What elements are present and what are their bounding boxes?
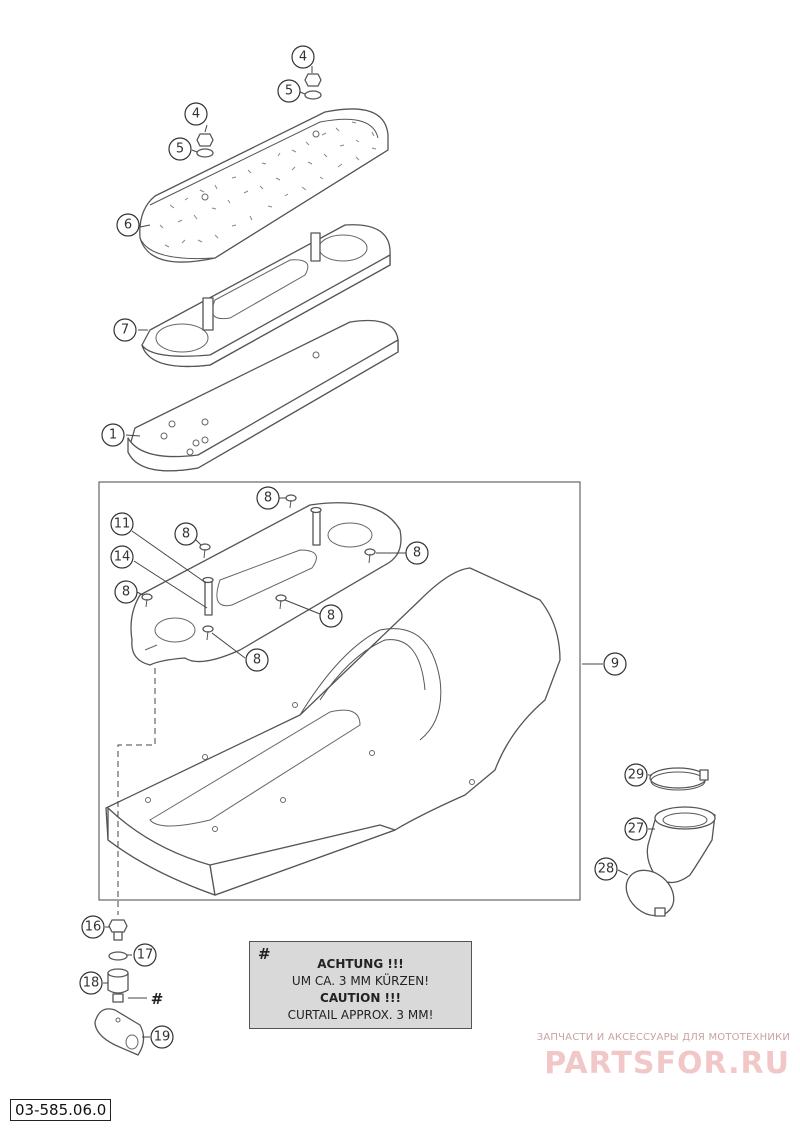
- part-airbox: [105, 567, 561, 896]
- callout-8e: 8: [319, 604, 343, 628]
- part-clamp-bottom: [625, 869, 675, 917]
- svg-text:6: 6: [124, 218, 132, 233]
- screws-8: [141, 494, 376, 641]
- svg-text:29: 29: [628, 768, 645, 783]
- watermark-caption: ЗАПЧАСТИ И АКСЕССУАРЫ ДЛЯ МОТОТЕХНИКИ: [536, 1032, 790, 1043]
- studs: [202, 506, 322, 616]
- screw-c: [364, 548, 376, 564]
- svg-text:18: 18: [83, 976, 100, 991]
- screw-b: [199, 543, 211, 559]
- part-air-filter: [139, 108, 389, 263]
- callout-4b: 4: [291, 45, 315, 69]
- screw-f: [202, 625, 214, 641]
- svg-text:4: 4: [299, 50, 307, 65]
- part-filter-plate: [141, 224, 391, 368]
- leader-lines-box: [117, 497, 603, 915]
- callout-8f: 8: [245, 648, 269, 672]
- note-hash-marker: #: [258, 945, 271, 963]
- svg-text:14: 14: [114, 550, 131, 565]
- svg-text:7: 7: [121, 323, 129, 338]
- svg-text:#: #: [151, 990, 164, 1008]
- part-rubber-sleeve: [646, 806, 716, 884]
- svg-text:8: 8: [264, 491, 272, 506]
- svg-text:5: 5: [176, 142, 184, 157]
- leader-lines-top: [125, 66, 313, 437]
- note-line-1: ACHTUNG !!!: [317, 957, 404, 971]
- callout-19: 19: [150, 1025, 174, 1049]
- callout-29: 29: [624, 763, 648, 787]
- leader-lines-hose: [617, 774, 655, 876]
- drawing-number: 03-585.06.0: [10, 1099, 112, 1121]
- svg-text:8: 8: [413, 546, 421, 561]
- svg-text:19: 19: [154, 1030, 171, 1045]
- note-line-2: UM CA. 3 MM KÜRZEN!: [291, 974, 430, 988]
- screw-d: [141, 593, 153, 608]
- callout-8d: 8: [114, 580, 138, 604]
- callout-28: 28: [594, 857, 618, 881]
- callout-18: 18: [79, 971, 103, 995]
- part-mounting-plate: [130, 502, 402, 666]
- svg-text:28: 28: [598, 862, 615, 877]
- hardware-stack: [94, 919, 150, 1056]
- callout-4a: 4: [184, 102, 208, 126]
- watermark-logo: PARTSFOR.RU: [544, 1046, 790, 1081]
- caution-note-box: # ACHTUNG !!! UM CA. 3 MM KÜRZEN! CAUTIO…: [249, 941, 472, 1029]
- callout-14: 14: [110, 545, 134, 569]
- svg-text:16: 16: [85, 920, 102, 935]
- callout-8b: 8: [174, 522, 198, 546]
- part-base-plate: [127, 319, 399, 472]
- callout-hash: #: [151, 990, 164, 1008]
- callout-8c: 8: [405, 541, 429, 565]
- callout-9: 9: [603, 652, 627, 676]
- callout-1: 1: [101, 423, 125, 447]
- callout-5b: 5: [277, 79, 301, 103]
- svg-text:8: 8: [122, 585, 130, 600]
- callout-27: 27: [624, 817, 648, 841]
- callout-17: 17: [133, 943, 157, 967]
- svg-text:9: 9: [611, 657, 619, 672]
- svg-text:5: 5: [285, 84, 293, 99]
- screw-a: [285, 494, 297, 509]
- nut-washer-right: [304, 73, 322, 100]
- callout-6: 6: [116, 213, 140, 237]
- callout-7: 7: [113, 318, 137, 342]
- svg-text:8: 8: [182, 527, 190, 542]
- svg-text:17: 17: [137, 948, 154, 963]
- note-line-4: CURTAIL APPROX. 3 MM!: [287, 1008, 434, 1022]
- svg-text:8: 8: [253, 653, 261, 668]
- svg-text:1: 1: [109, 428, 117, 443]
- part-clamp-top: [649, 767, 709, 791]
- svg-text:11: 11: [114, 517, 131, 532]
- svg-text:8: 8: [327, 609, 335, 624]
- screw-e: [275, 594, 287, 610]
- callout-5a: 5: [168, 137, 192, 161]
- callout-8a: 8: [256, 486, 280, 510]
- assembly-frame: [98, 481, 581, 901]
- note-line-3: CAUTION !!!: [320, 991, 401, 1005]
- callout-11: 11: [110, 512, 134, 536]
- foam-texture: [159, 121, 377, 248]
- nut-washer-left: [196, 133, 214, 158]
- callout-16: 16: [81, 915, 105, 939]
- svg-text:27: 27: [628, 822, 645, 837]
- svg-text:4: 4: [192, 107, 200, 122]
